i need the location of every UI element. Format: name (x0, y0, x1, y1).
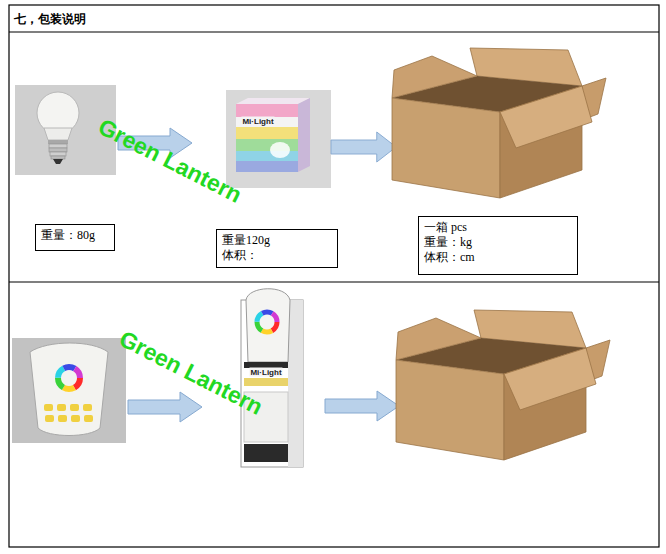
spec-text: 重量：80g (41, 228, 109, 243)
carton-box (392, 48, 606, 198)
spec-text: 一箱 pcs (424, 220, 572, 235)
brand-text: Mi·Light (241, 117, 274, 126)
spec-box: 重量：80g (35, 224, 115, 251)
table-frame (9, 5, 659, 547)
carton-box (396, 310, 610, 460)
remote-package-photo (241, 289, 303, 467)
brand-text: Mi·Light (249, 368, 282, 377)
watermark: Green Lantern (94, 113, 246, 208)
remote-photo (12, 338, 126, 443)
spec-text: 重量：kg (424, 235, 572, 250)
bulb-box-photo (226, 90, 331, 188)
spec-text: 重量120g (222, 233, 332, 248)
spec-text: 体积：cm (424, 250, 572, 265)
spec-box: 重量120g体积： (216, 229, 338, 268)
flow-arrow (331, 132, 396, 162)
flow-arrow (325, 391, 399, 421)
spec-text: 体积： (222, 248, 332, 263)
spec-box: 一箱 pcs重量：kg体积：cm (418, 216, 578, 275)
table-rule (9, 281, 659, 282)
flow-arrow (128, 392, 202, 422)
table-rule (9, 31, 659, 32)
watermark: Green Lantern (115, 325, 267, 420)
section-title: 七，包装说明 (14, 11, 86, 28)
